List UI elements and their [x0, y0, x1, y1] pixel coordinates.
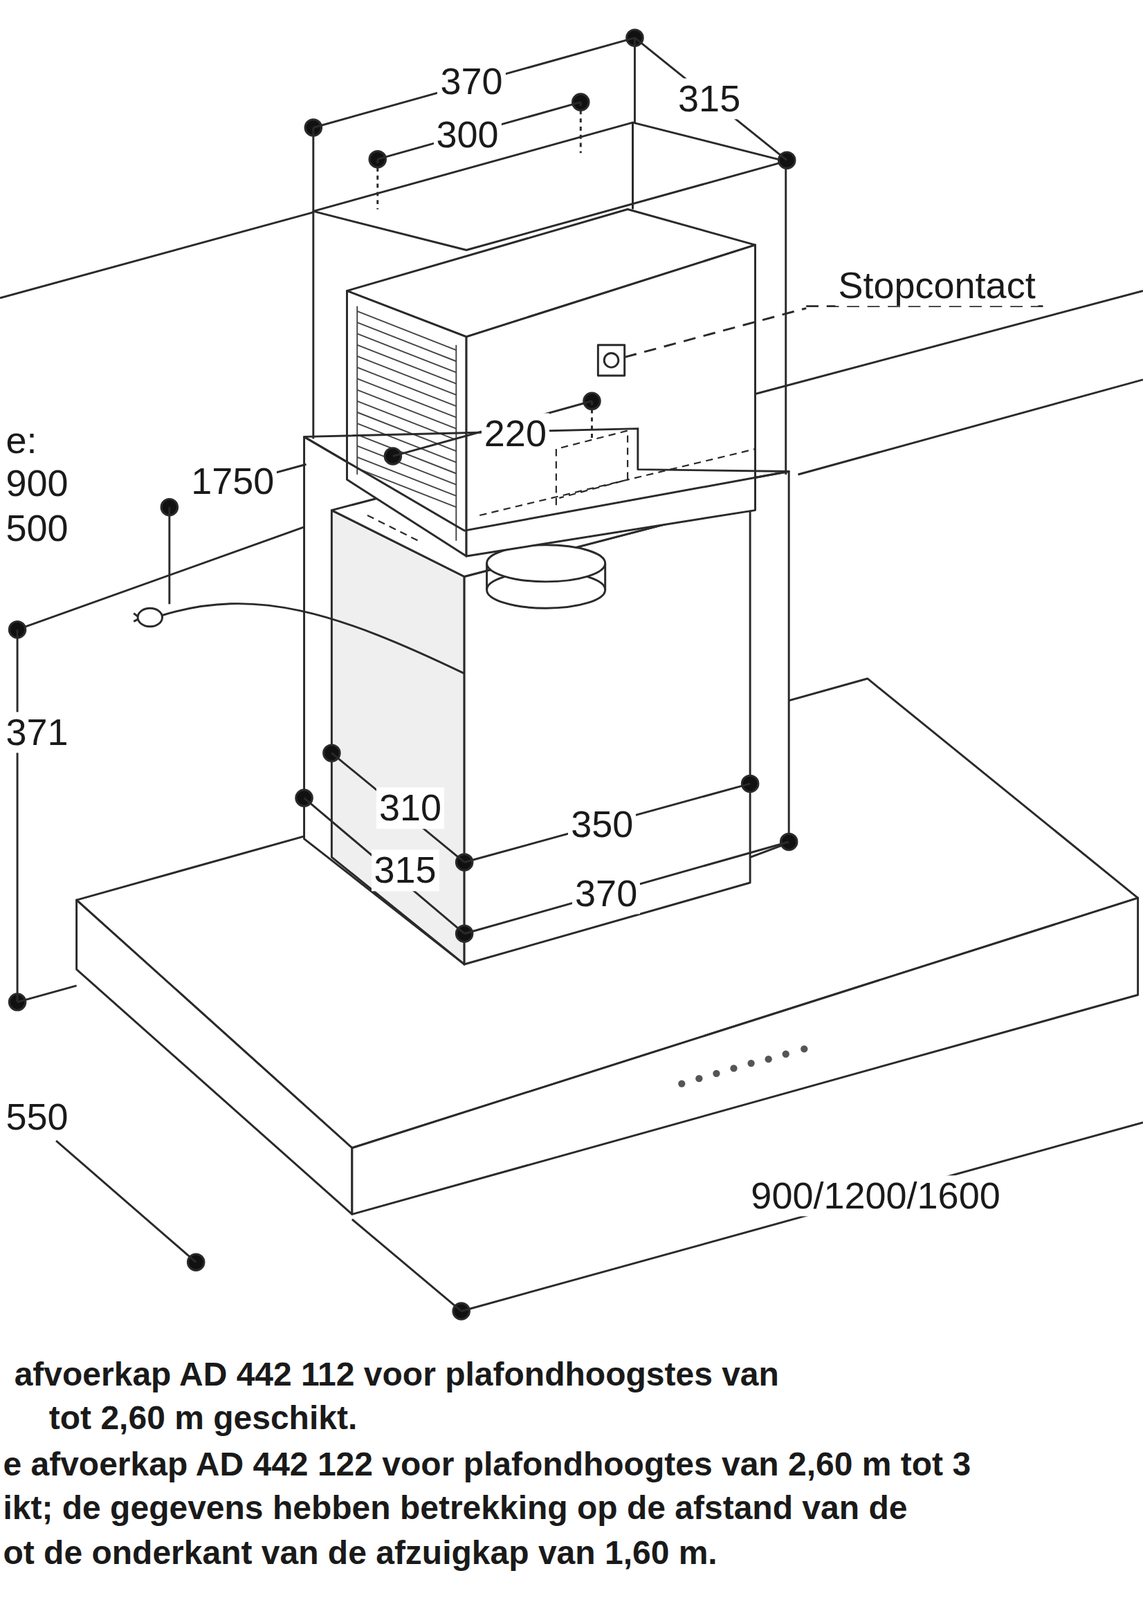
drawing-line — [357, 333, 456, 373]
drawing-line — [631, 122, 634, 209]
dimension-label: Stopcontact — [835, 264, 1038, 306]
dimension-label: 1750 — [188, 460, 277, 502]
drawing-line — [8, 29, 798, 1320]
drawing-line — [352, 1219, 462, 1312]
drawing-line — [678, 1080, 685, 1087]
drawing-line — [377, 102, 582, 160]
drawing-line — [634, 38, 787, 161]
drawing-line — [741, 775, 759, 793]
dimension-label: 350 — [568, 803, 636, 845]
drawing-line — [162, 604, 465, 674]
drawing-line — [0, 212, 314, 299]
drawing-line — [133, 613, 138, 617]
drawing-line — [464, 502, 751, 965]
drawing-line — [16, 629, 19, 1002]
drawing-line — [461, 1122, 1143, 1312]
drawing-line — [624, 308, 807, 358]
drawing-line — [590, 401, 593, 442]
drawing-line — [695, 1075, 703, 1083]
drawing-line — [376, 159, 379, 209]
drawing-line — [137, 608, 162, 627]
dimension-label: 500 — [2, 507, 71, 549]
drawing-line — [357, 412, 456, 452]
drawing-line — [357, 322, 456, 362]
drawing-line — [464, 783, 751, 863]
drawing-line — [357, 390, 456, 429]
drawing-line — [357, 434, 456, 474]
drawing-line — [168, 507, 171, 605]
dimension-label: 315 — [371, 849, 440, 891]
dimension-label: 310 — [376, 787, 445, 829]
drawing-line — [331, 753, 465, 863]
drawing-line — [455, 345, 457, 542]
drawing-line — [356, 306, 358, 475]
dimension-label: 370 — [572, 873, 640, 914]
drawing-line — [784, 161, 787, 475]
drawing-line — [780, 833, 798, 851]
drawing-line — [479, 449, 755, 516]
drawing-line — [357, 468, 456, 508]
drawing-line — [678, 1045, 808, 1087]
drawing-line — [133, 619, 138, 622]
drawing-line — [56, 1140, 196, 1263]
drawing-line — [357, 345, 456, 384]
drawing-line — [76, 900, 353, 1215]
drawing-line — [357, 356, 456, 396]
drawing-line — [800, 1045, 808, 1053]
note-line: e afvoerkap AD 442 122 voor plafondhoogt… — [2, 1446, 971, 1483]
note-line: tot 2,60 m geschikt. — [49, 1400, 358, 1438]
drawing-line — [747, 1059, 755, 1067]
dimension-label: 371 — [2, 711, 71, 753]
drawing-line — [466, 244, 755, 557]
drawing-line — [357, 311, 456, 351]
dimension-label: 300 — [433, 114, 501, 155]
note-line: afvoerkap AD 442 112 voor plafondhoogste… — [14, 1356, 780, 1393]
drawing-line — [797, 379, 1143, 475]
drawing-line — [347, 290, 468, 556]
drawing-line — [633, 38, 636, 123]
drawing-line — [367, 515, 419, 542]
drawing-line — [579, 102, 582, 154]
drawing-line — [312, 127, 315, 212]
note-line: ikt; de gegevens hebben betrekking op de… — [2, 1490, 908, 1527]
dimension-label: 900 — [2, 462, 71, 504]
drawing-line — [357, 306, 456, 542]
dimension-label: e: — [2, 419, 40, 461]
drawing-line — [312, 211, 315, 439]
drawing-line — [464, 842, 789, 935]
drawing-line — [357, 378, 456, 418]
dimension-label: 315 — [675, 78, 744, 120]
note-line: ot de onderkant van de afzuigkap van 1,6… — [2, 1535, 717, 1572]
drawing-line — [331, 510, 465, 965]
drawing-line — [604, 352, 619, 368]
drawing-line — [597, 345, 625, 376]
drawing-line — [765, 1055, 773, 1063]
drawing-line — [392, 401, 593, 457]
drawing-line — [712, 1070, 720, 1078]
dimension-label: 220 — [481, 413, 550, 454]
drawing-line — [782, 1050, 790, 1058]
dimension-label: 370 — [437, 60, 506, 102]
dimension-label: 900/1200/1600 — [747, 1175, 1003, 1217]
drawing-line — [729, 1064, 737, 1072]
dimension-label: 550 — [2, 1096, 71, 1138]
drawing-line — [357, 367, 456, 407]
drawing-line — [17, 985, 77, 1003]
